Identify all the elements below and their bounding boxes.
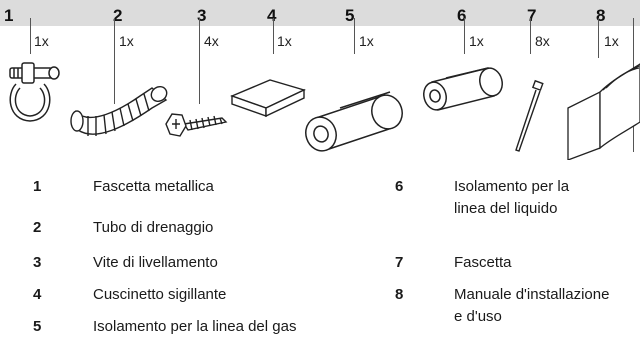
header-bar [0,0,640,26]
legend-label-8: Manuale d'installazione e d'uso [454,286,610,325]
legend-number-6: 6 [395,178,404,195]
legend-number-2: 2 [33,219,42,236]
manual-icon [567,63,640,160]
legend-label-7: Fascetta [454,254,512,271]
part-quantity-3: 4x [204,33,219,49]
legend-number-8: 8 [395,286,404,303]
legend-label-3: Vite di livellamento [93,254,218,271]
part-quantity-4: 1x [277,33,292,49]
legend-number-1: 1 [33,178,42,195]
legend-number-3: 3 [33,254,42,271]
legend-label-1: Fascetta metallica [93,178,214,195]
liquid-line-insulation-icon [423,67,503,111]
part-number-2: 2 [113,6,123,25]
part-number-5: 5 [345,6,355,25]
leveling-screw-icon [165,113,228,137]
part-number-3: 3 [197,6,207,25]
legend-label-4: Cuscinetto sigillante [93,286,227,303]
gas-line-insulation-icon [305,91,403,152]
part-quantity-6: 1x [469,33,484,49]
legend-number-7: 7 [395,254,404,271]
leader-line [464,18,465,54]
part-number-6: 6 [457,6,467,25]
legend-label-2: Tubo di drenaggio [93,219,214,236]
leader-line [598,18,599,58]
cable-tie-icon [515,79,544,152]
drain-hose-icon [70,85,168,136]
part-quantity-5: 1x [359,33,374,49]
part-number-7: 7 [527,6,537,25]
leader-line [273,18,274,54]
part-drawings [9,62,640,160]
part-quantity-2: 1x [119,33,134,49]
sealing-pad-icon [230,79,306,118]
part-quantity-7: 8x [535,33,550,49]
leader-line [199,18,200,104]
part-number-1: 1 [4,6,14,25]
part-number-4: 4 [267,6,277,25]
legend-number-4: 4 [33,286,42,303]
leader-line [354,18,355,54]
part-quantity-8: 1x [604,33,619,49]
leader-line [530,18,531,54]
legend-label-5: Isolamento per la linea del gas [93,318,297,335]
leader-line [114,18,115,104]
metal-clamp-icon [9,62,60,122]
part-number-8: 8 [596,6,606,25]
legend-number-5: 5 [33,318,42,335]
legend-label-6: Isolamento per la linea del liquido [454,178,570,217]
part-quantity-1: 1x [34,33,49,49]
leader-line [30,18,31,54]
